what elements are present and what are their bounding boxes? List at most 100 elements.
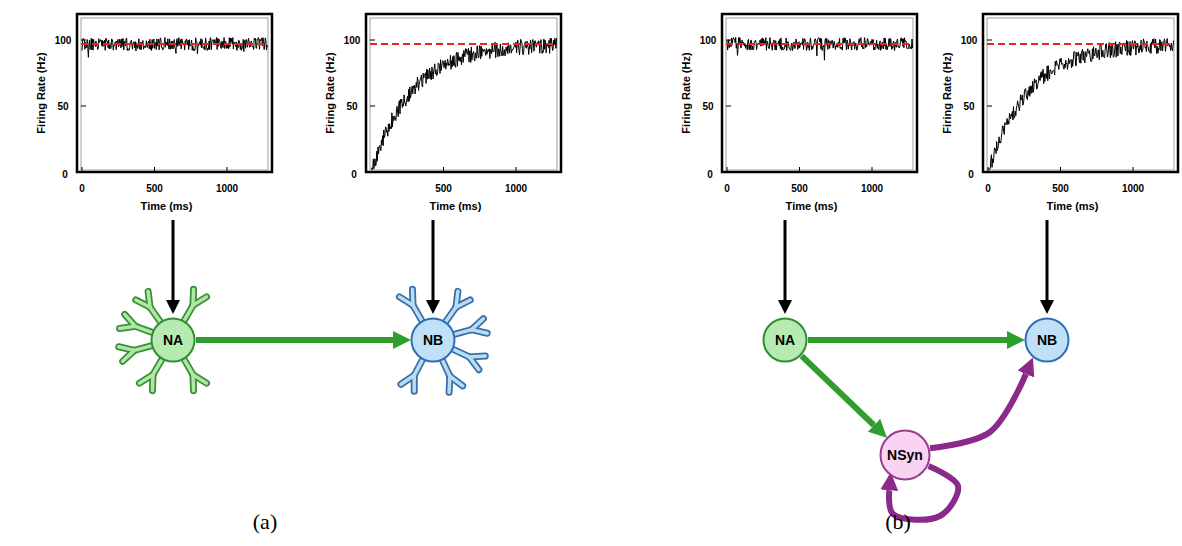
dendrite-branch [411,289,415,305]
neuron-label: NA [163,332,183,348]
firing-rate-plot [77,14,272,172]
dendrite-branch [414,358,423,376]
dendrite-branch [125,314,136,326]
dendrite-branch [153,357,163,374]
dendrite-branch [441,358,449,376]
tick-label: 0 [968,169,974,180]
dendrite-branch [148,291,150,307]
input-arrow [172,220,175,300]
tick-label: 1000 [216,183,238,194]
tick-mark [516,167,517,172]
axis-label: Firing Rate (Hz) [35,52,47,133]
tick-mark [726,106,731,107]
neuron-label: NA [775,332,795,348]
dendrite-branch [150,307,161,323]
dendrite-branch [456,300,470,307]
dendrite-branch [452,330,471,335]
tick-mark [727,167,728,172]
tick-label: 100 [700,35,717,46]
dendrite-branch [183,357,193,374]
firing-rate-plot [366,14,561,172]
dendrite-branch [193,297,207,305]
axis-label: Time (ms) [430,200,482,212]
tick-mark [987,40,992,41]
input-arrow [1046,220,1049,300]
neuron-node: NB [1024,317,1070,363]
synapse-connector [808,337,1007,343]
axis-label: Firing Rate (Hz) [941,52,953,133]
neuron-circle [881,431,930,480]
dendrite-branch [150,307,161,323]
axis-label: Firing Rate (Hz) [324,52,336,133]
firing-rate-plot [722,14,917,172]
tick-mark [370,40,375,41]
axis-label: Time (ms) [1047,200,1099,212]
firing-trace [371,38,557,170]
dendrite-branch [413,305,423,322]
dendrite-branch [120,326,136,328]
dendrite-branch [469,357,479,370]
target-rate-line [987,43,1174,45]
axes-box [370,18,557,170]
dendrite-branch [139,375,153,383]
tick-mark [82,167,83,172]
dendrite-branch [472,330,488,334]
dendrite-branch [413,305,423,322]
axes-box [987,18,1174,170]
dendrite-branch [472,330,488,334]
dendrite-branch [469,357,479,370]
tick-label: 1000 [861,183,883,194]
tick-label: 0 [351,169,357,180]
tick-label: 0 [724,183,730,194]
dendrite-branch [414,358,423,376]
dendrite-branch [472,319,484,330]
dendrite-branch [134,345,153,350]
tick-label: 0 [707,169,713,180]
dendrite-tree [119,289,207,390]
tick-mark [370,106,375,107]
plot-frame [983,14,1178,172]
dendrite-branch [120,326,136,328]
tick-label: 0 [62,169,68,180]
neuron-circle [1026,319,1069,362]
dendrite-branch [183,357,193,374]
neuron-label: NSyn [887,447,923,463]
neuron-node: NB [410,317,456,363]
target-rate-line [81,43,268,45]
firing-trace [82,37,268,57]
neuron-circle [152,319,195,362]
tick-mark [1060,167,1061,172]
neuron-circle [412,319,455,362]
tick-mark [987,106,992,107]
tick-label: 50 [702,101,713,112]
tick-mark [872,167,873,172]
tick-mark [227,167,228,172]
input-arrow [784,220,787,300]
synapse-connector [802,356,874,425]
dendrite-branch [451,348,469,356]
tick-mark [443,167,444,172]
axis-label: Time (ms) [786,200,838,212]
dendrite-branch [193,297,207,305]
tick-mark [81,40,86,41]
tick-label: 500 [146,183,163,194]
dendrite-branch [148,291,150,307]
neuron-label: NB [1037,332,1057,348]
neuron-label: NB [423,332,443,348]
dendrite-branch [450,376,463,386]
dendrite-branch [134,345,153,350]
synapse-connector [930,374,1026,448]
tick-label: 50 [346,101,357,112]
dendrite-branch [119,347,135,351]
dendrite-branch [441,358,449,376]
dendrite-branch [153,357,163,374]
dendrite-branch [401,375,414,384]
dendrite-branch [139,375,153,383]
axis-label: Firing Rate (Hz) [680,52,692,133]
panel-caption: (b) [885,509,911,535]
plot-frame [722,14,917,172]
dendrite-branch [399,297,413,305]
